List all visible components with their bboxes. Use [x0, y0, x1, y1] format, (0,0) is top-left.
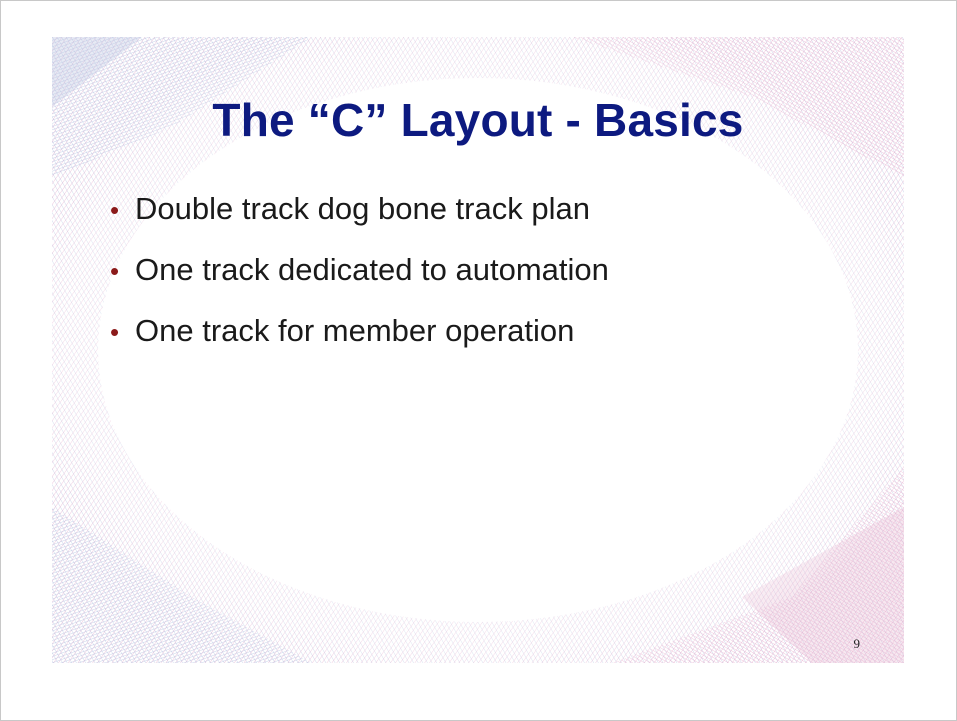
slide-number: 9 — [853, 636, 861, 651]
bullet-item: • Double track dog bone track plan — [110, 191, 609, 252]
bullet-item: • One track dedicated to automation — [110, 252, 609, 313]
bullet-icon: • — [110, 195, 120, 225]
bullet-item: • One track for member operation — [110, 313, 609, 374]
decorative-mesh-background — [52, 37, 904, 663]
slide: The “C” Layout - Basics • Double track d… — [52, 37, 904, 663]
bullet-text: One track dedicated to automation — [135, 252, 609, 287]
bullet-text: One track for member operation — [135, 313, 575, 348]
slide-title: The “C” Layout - Basics — [212, 94, 744, 146]
bullet-text: Double track dog bone track plan — [135, 191, 590, 226]
bullet-icon: • — [110, 317, 120, 347]
bullet-icon: • — [110, 256, 120, 286]
bullet-list: • Double track dog bone track plan • One… — [110, 191, 609, 374]
